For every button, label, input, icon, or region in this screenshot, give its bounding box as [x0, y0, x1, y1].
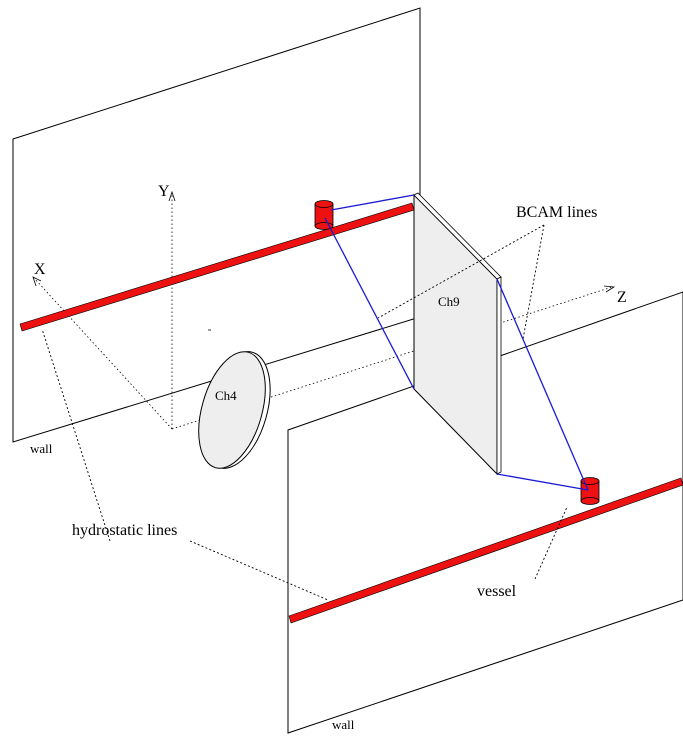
bcam-lines-label: BCAM lines — [516, 204, 597, 221]
vessel-label: vessel — [477, 583, 517, 600]
chamber-ch4-label: Ch4 — [215, 388, 237, 403]
wall-label-2: wall — [332, 717, 355, 732]
wall-label-1: wall — [30, 441, 53, 456]
axis-y-label: Y — [158, 183, 170, 200]
axis-x-label: X — [34, 261, 46, 278]
leader-lines — [41, 224, 568, 601]
chamber-ch4 — [198, 351, 271, 469]
axis-y — [168, 190, 176, 429]
front-wall — [287, 291, 683, 734]
axis-x — [32, 276, 173, 430]
hydrostatic-lines-label: hydrostatic lines — [72, 522, 177, 539]
hydrostatic-line-1 — [19, 202, 415, 332]
chamber-ch9-label: Ch9 — [438, 294, 460, 309]
chamber-ch9 — [413, 192, 502, 476]
bcam-lines — [324, 194, 589, 491]
bcam-camera-1 — [314, 200, 334, 230]
axis-z-label: Z — [617, 289, 627, 306]
hydrostatic-line-2 — [288, 477, 683, 624]
